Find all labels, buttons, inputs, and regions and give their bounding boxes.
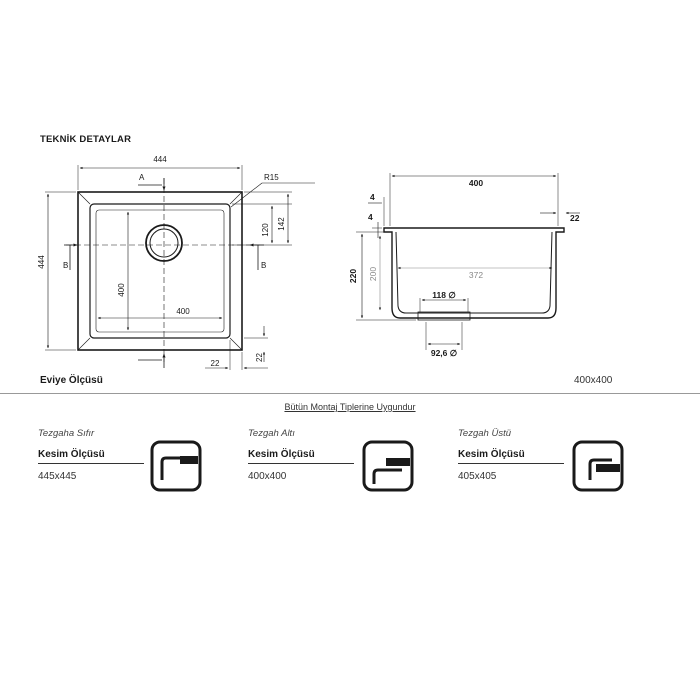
dim-width-top: 444: [153, 155, 167, 164]
dim-height-left: 444: [37, 255, 46, 269]
section-a-top: A: [139, 173, 145, 182]
mount-type-under: Tezgah Altı Kesim Ölçüsü 400x400: [248, 428, 448, 482]
top-view: [45, 165, 315, 370]
section-b-right: B: [261, 261, 266, 270]
dim-142: 142: [277, 217, 286, 231]
section-b-left: B: [63, 261, 68, 270]
cut-size-value: 400x400: [248, 471, 287, 483]
dim-drain-92: 92,6 ∅: [431, 348, 458, 358]
cut-size-value: 445x445: [38, 471, 77, 483]
dim-inner-height: 400: [117, 283, 126, 297]
divider: [0, 393, 700, 394]
dim-120: 120: [261, 223, 270, 237]
mount-category: Tezgaha Sıfır: [38, 428, 95, 439]
underline: [248, 463, 354, 465]
dim-inner-width: 400: [176, 307, 190, 316]
cut-size-label: Kesim Ölçüsü: [248, 449, 315, 460]
section-width: 400: [469, 178, 483, 188]
dim-4a: 4: [370, 192, 375, 202]
section-view: [356, 173, 580, 350]
underline: [458, 463, 564, 465]
mount-category: Tezgah Altı: [248, 428, 295, 439]
dim-right-22: 22: [255, 353, 264, 362]
mount-note: Bütün Montaj Tiplerine Uygundur: [284, 402, 416, 412]
dim-220: 220: [348, 269, 358, 283]
dim-radius: R15: [264, 173, 279, 182]
dim-4b: 4: [368, 212, 373, 222]
undermount-icon: [362, 440, 414, 492]
dim-bottom-22: 22: [211, 359, 220, 368]
cut-size-label: Kesim Ölçüsü: [458, 449, 525, 460]
flush-mount-icon: [150, 440, 202, 492]
dim-200: 200: [368, 267, 378, 281]
cut-size-label: Kesim Ölçüsü: [38, 449, 105, 460]
mount-type-top: Tezgah Üstü Kesim Ölçüsü 405x405: [458, 428, 658, 482]
mount-type-flush: Tezgaha Sıfır Kesim Ölçüsü 445x445: [38, 428, 238, 482]
section-heading: TEKNİK DETAYLAR: [40, 134, 132, 145]
sink-size-value: 400x400: [574, 375, 613, 386]
topmount-icon: [572, 440, 624, 492]
technical-drawing: 444 444 R15 A A B B 120 142 400 400 22 2…: [37, 155, 580, 370]
sink-size-label: Eviye Ölçüsü: [40, 375, 103, 386]
dim-372: 372: [469, 270, 483, 280]
underline: [38, 463, 144, 465]
dim-22-section: 22: [570, 213, 580, 223]
mount-category: Tezgah Üstü: [458, 428, 511, 439]
cut-size-value: 405x405: [458, 471, 497, 483]
dim-drain-118: 118 ∅: [432, 290, 456, 300]
